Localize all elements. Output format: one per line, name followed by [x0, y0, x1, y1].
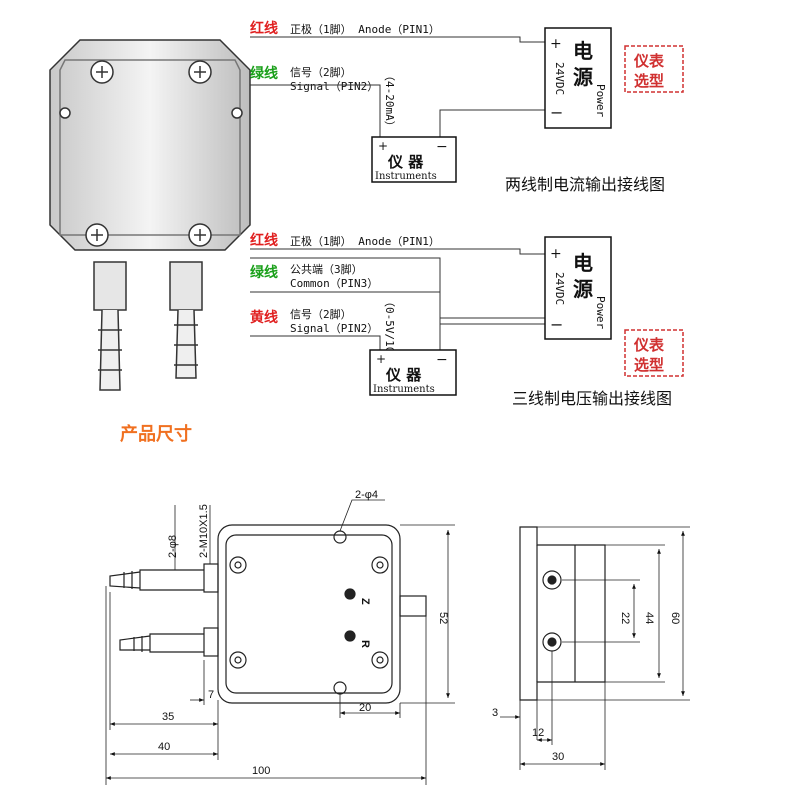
- port-marking-z: Z: [359, 598, 371, 605]
- dim-20: 20: [359, 702, 371, 714]
- dim-30: 30: [552, 751, 564, 763]
- brand-stamp-2: 仪表 选型: [624, 329, 684, 377]
- port-marking-r: R: [359, 640, 371, 648]
- sensor-product-drawing: [49, 39, 251, 391]
- product-dimensions-title: 产品尺寸: [120, 423, 192, 445]
- power-plus-2: +: [550, 246, 562, 262]
- side-view-drawing: [519, 526, 606, 701]
- green-wire-label: 绿线: [250, 65, 278, 82]
- instrument-plus-2: +: [376, 352, 386, 366]
- stamp-line-2: 选型: [634, 72, 664, 90]
- power-plus: +: [550, 36, 562, 52]
- power-box-1: + − 电 源 24VDC Power: [544, 27, 612, 129]
- instrument-english-2: Instruments: [373, 384, 435, 395]
- signal-pin-label-cn: 信号（2脚）: [290, 65, 352, 79]
- thread-spec: 2-M10X1.5: [198, 504, 210, 558]
- three-wire-lines: [250, 248, 545, 350]
- dim-60: 60: [669, 612, 681, 624]
- two-wire-caption: 两线制电流输出接线图: [505, 175, 665, 194]
- dim-22: 22: [619, 612, 631, 624]
- two-wire-lines: [250, 36, 545, 137]
- power-minus: −: [550, 103, 563, 122]
- three-wire-wiring: 红线 正极（1脚） Anode（PIN1） 绿线 公共端（3脚） Common（…: [250, 232, 684, 408]
- front-view-dimensions: [105, 499, 455, 785]
- hole-dimension: 2-φ4: [355, 489, 378, 501]
- instrument-english: Instruments: [375, 171, 437, 182]
- three-wire-caption: 三线制电压输出接线图: [512, 389, 672, 408]
- brand-stamp-1: 仪表 选型: [624, 45, 684, 93]
- common-pin-label-en: Common（PIN3）: [290, 277, 378, 290]
- instrument-box-1: + − 仪 器 Instruments: [371, 136, 457, 183]
- dim-3: 3: [492, 707, 498, 719]
- power-voltage-2: 24VDC: [553, 272, 566, 305]
- instrument-plus: +: [378, 139, 388, 153]
- instrument-title: 仪 器: [387, 153, 424, 171]
- power-english: Power: [594, 84, 607, 117]
- green-wire-label-3: 绿线: [250, 264, 278, 281]
- stamp-line-1: 仪表: [633, 52, 665, 70]
- signal-pin-label-en: Signal（PIN2）: [290, 80, 378, 93]
- power-english-2: Power: [594, 296, 607, 329]
- side-view-dimensions: [500, 526, 690, 770]
- red-wire-label: 红线: [250, 20, 278, 37]
- instrument-title-2: 仪 器: [385, 366, 422, 384]
- instrument-box-2: + − 仪 器 Instruments: [369, 349, 457, 396]
- dim-44: 44: [643, 612, 655, 624]
- dim-52: 52: [437, 612, 449, 624]
- stamp-line-1b: 仪表: [633, 336, 665, 354]
- dim-7: 7: [208, 689, 214, 701]
- dim-100: 100: [252, 765, 270, 777]
- instrument-minus-2: −: [436, 352, 448, 368]
- current-range-label: （4-20mA）: [383, 70, 396, 132]
- front-view-drawing: [109, 524, 427, 704]
- signal-pin-label-cn-3: 信号（2脚）: [290, 307, 352, 321]
- power-voltage: 24VDC: [553, 62, 566, 95]
- power-minus-2: −: [550, 315, 563, 334]
- power-title-2: 源: [573, 65, 593, 89]
- red-wire-label-3: 红线: [250, 232, 278, 249]
- dim-40: 40: [158, 741, 170, 753]
- nozzle-diameter: 2-φ8: [167, 535, 179, 558]
- common-pin-label-cn: 公共端（3脚）: [290, 262, 363, 276]
- yellow-wire-label: 黄线: [250, 309, 278, 326]
- stamp-line-2b: 选型: [634, 356, 664, 374]
- dim-35: 35: [162, 711, 174, 723]
- power-title-1b: 电: [573, 251, 593, 275]
- power-title-2b: 源: [573, 277, 593, 301]
- two-wire-wiring: 红线 正极（1脚） Anode（PIN1） 绿线 信号（2脚） Signal（P…: [250, 20, 684, 194]
- dim-12: 12: [532, 727, 544, 739]
- anode-pin-label-3: 正极（1脚） Anode（PIN1）: [290, 234, 440, 248]
- power-title-1: 电: [573, 39, 593, 63]
- anode-pin-label: 正极（1脚） Anode（PIN1）: [290, 22, 440, 36]
- signal-pin-label-en-3: Signal（PIN2）: [290, 322, 378, 335]
- instrument-minus: −: [436, 139, 448, 155]
- power-box-2: + − 电 源 24VDC Power: [544, 236, 612, 340]
